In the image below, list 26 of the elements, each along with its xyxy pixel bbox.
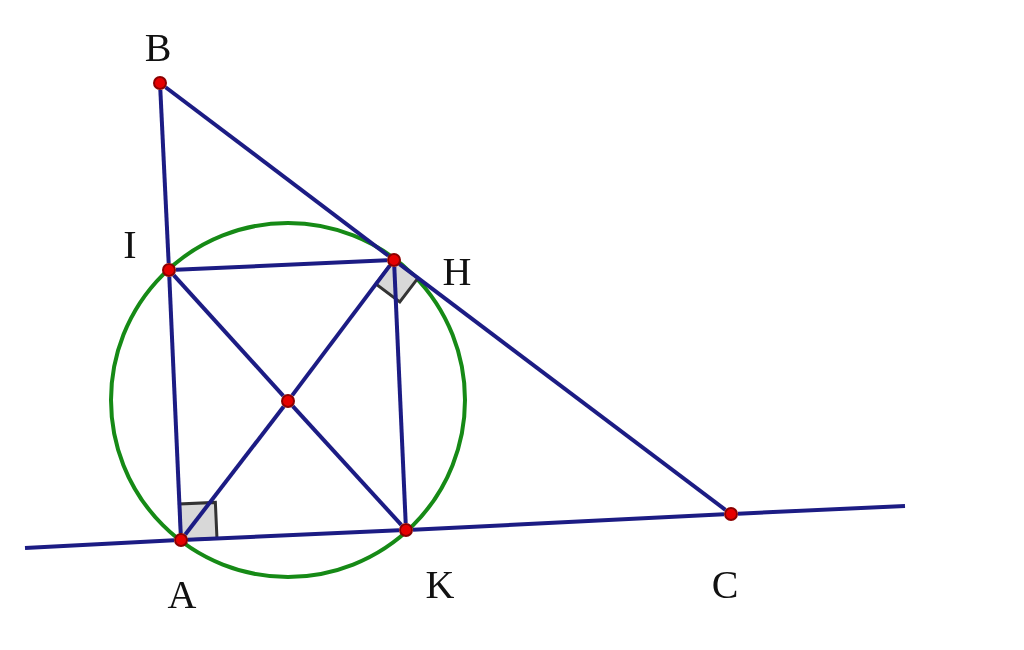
line-segment bbox=[187, 528, 400, 542]
point-dot bbox=[174, 533, 188, 547]
point-label: H bbox=[442, 252, 472, 292]
line-segment bbox=[164, 85, 390, 258]
point-dot bbox=[387, 253, 401, 267]
point-dot bbox=[162, 263, 176, 277]
line-segment bbox=[183, 405, 286, 536]
point-label: C bbox=[711, 565, 739, 605]
line-segment bbox=[158, 89, 171, 264]
point-dot bbox=[153, 76, 167, 90]
point-label: A bbox=[167, 575, 197, 615]
line-segment bbox=[172, 273, 285, 398]
point-label: I bbox=[123, 225, 137, 265]
line-segment bbox=[737, 504, 906, 516]
line-segment bbox=[290, 264, 392, 397]
line-segment bbox=[167, 276, 183, 534]
line-segment bbox=[412, 512, 725, 532]
point-dot bbox=[399, 523, 413, 537]
point-label: B bbox=[144, 28, 172, 68]
line-segment bbox=[24, 538, 175, 550]
line-segment bbox=[291, 404, 403, 527]
point-label: K bbox=[425, 565, 455, 605]
line-segment bbox=[175, 258, 388, 272]
point-dot bbox=[724, 507, 738, 521]
line-segment bbox=[398, 262, 727, 512]
line-segment bbox=[392, 266, 408, 524]
